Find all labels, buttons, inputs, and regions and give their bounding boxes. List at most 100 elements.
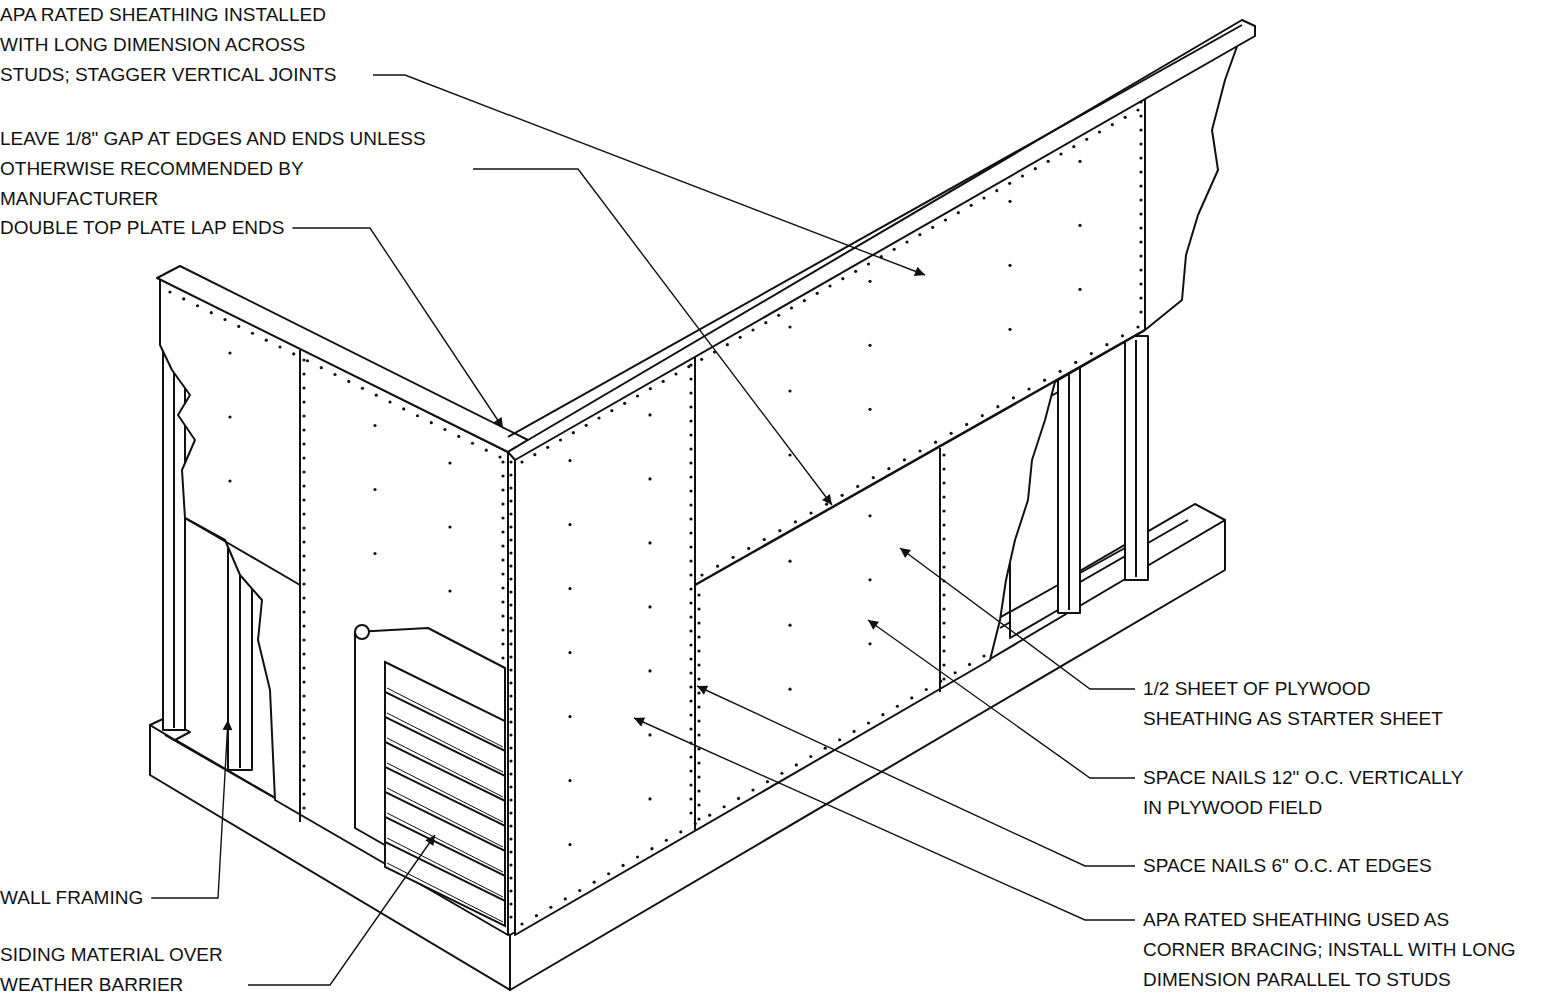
nail-dot	[278, 345, 281, 348]
nail-dot	[689, 489, 692, 492]
nail-dot	[689, 713, 692, 716]
leader-line	[373, 75, 925, 275]
callout-label: APA RATED SHEATHING INSTALLED WITH LONG …	[0, 0, 365, 90]
nail-dot	[896, 705, 899, 708]
nail-dot	[689, 643, 692, 646]
nail-dot	[824, 747, 827, 750]
nail-dot	[572, 431, 575, 434]
nail-dot	[302, 666, 305, 669]
sheathing-joint	[185, 518, 300, 585]
nail-dot	[1139, 198, 1142, 201]
nail-dot	[674, 372, 677, 375]
nail-dot	[610, 409, 613, 412]
nail-dot	[766, 780, 769, 783]
nail-dot	[373, 552, 376, 555]
nail-dot	[302, 512, 305, 515]
nail-dot	[751, 788, 754, 791]
nail-dot	[689, 615, 692, 618]
nail-dot	[662, 380, 665, 383]
nail-dot	[501, 460, 504, 463]
nail-dot	[689, 419, 692, 422]
nail-dot	[1139, 142, 1142, 145]
nail-dot	[509, 577, 512, 580]
nail-dot	[697, 607, 700, 610]
nail-dot	[995, 189, 998, 192]
nail-dot	[648, 541, 651, 544]
nail-dot	[856, 485, 859, 488]
nail-dot	[689, 657, 692, 660]
top-plate-edge	[508, 25, 1242, 437]
nail-dot	[934, 441, 937, 444]
sheathing-joint	[695, 330, 1145, 585]
nail-dot	[942, 649, 945, 652]
nail-dot	[182, 297, 185, 300]
top-plate	[157, 266, 528, 452]
nail-dot	[697, 803, 700, 806]
nail-dot	[509, 473, 512, 476]
nail-dot	[228, 479, 231, 482]
nail-dot	[697, 761, 700, 764]
nail-dot	[509, 876, 512, 879]
nail-dot	[689, 475, 692, 478]
leader-line	[634, 718, 1135, 920]
nail-dot	[1078, 160, 1081, 163]
nail-dot	[788, 453, 791, 456]
nail-dot	[918, 449, 921, 452]
nail-dot	[1139, 254, 1142, 257]
stud	[1058, 368, 1080, 613]
nail-dot	[942, 467, 945, 470]
nail-dot	[942, 523, 945, 526]
nail-dot	[689, 587, 692, 590]
corner-edge	[514, 452, 516, 935]
barrier-roll	[355, 625, 369, 639]
nail-dot	[302, 582, 305, 585]
nail-dot	[648, 733, 651, 736]
nail-dot	[867, 721, 870, 724]
nail-dot	[1139, 212, 1142, 215]
nail-dot	[689, 755, 692, 758]
callout-label: WALL FRAMING	[0, 883, 143, 913]
nail-dot	[302, 526, 305, 529]
nail-dot	[841, 494, 844, 497]
nail-dot	[509, 733, 512, 736]
nail-dot	[1098, 130, 1101, 133]
nail-dot	[868, 578, 871, 581]
nail-dot	[578, 889, 581, 892]
nail-dot	[302, 414, 305, 417]
nail-dot	[373, 424, 376, 427]
nail-dot	[509, 837, 512, 840]
nail-dot	[168, 290, 171, 293]
nail-dot	[501, 572, 504, 575]
nail-dot	[689, 699, 692, 702]
nail-dot	[942, 551, 945, 554]
nail-dot	[509, 655, 512, 658]
nail-dot	[443, 428, 446, 431]
nail-dot	[509, 538, 512, 541]
nail-dot	[1027, 387, 1030, 390]
nail-dot	[448, 461, 451, 464]
nail-dot	[790, 306, 793, 309]
nail-dot	[623, 402, 626, 405]
nail-dot	[648, 605, 651, 608]
nail-dot	[302, 554, 305, 557]
nail-dot	[689, 797, 692, 800]
leader-line	[248, 835, 435, 985]
nail-dot	[509, 811, 512, 814]
nail-dot	[910, 696, 913, 699]
nail-dot	[1139, 128, 1142, 131]
nail-dot	[867, 262, 870, 265]
nail-dot	[996, 405, 999, 408]
nail-dot	[868, 642, 871, 645]
nail-dot	[697, 789, 700, 792]
nail-dot	[520, 460, 523, 463]
callout-label: 1/2 SHEET OF PLYWOOD SHEATHING AS STARTE…	[1143, 674, 1463, 734]
nail-dot	[689, 811, 692, 814]
nail-dot	[1072, 145, 1075, 148]
nail-dot	[648, 669, 651, 672]
nail-dot	[716, 565, 719, 568]
callout-label: SPACE NAILS 6" O.C. AT EDGES	[1143, 851, 1432, 881]
nail-dot	[665, 839, 668, 842]
nail-dot	[302, 428, 305, 431]
leader-line	[292, 228, 503, 428]
